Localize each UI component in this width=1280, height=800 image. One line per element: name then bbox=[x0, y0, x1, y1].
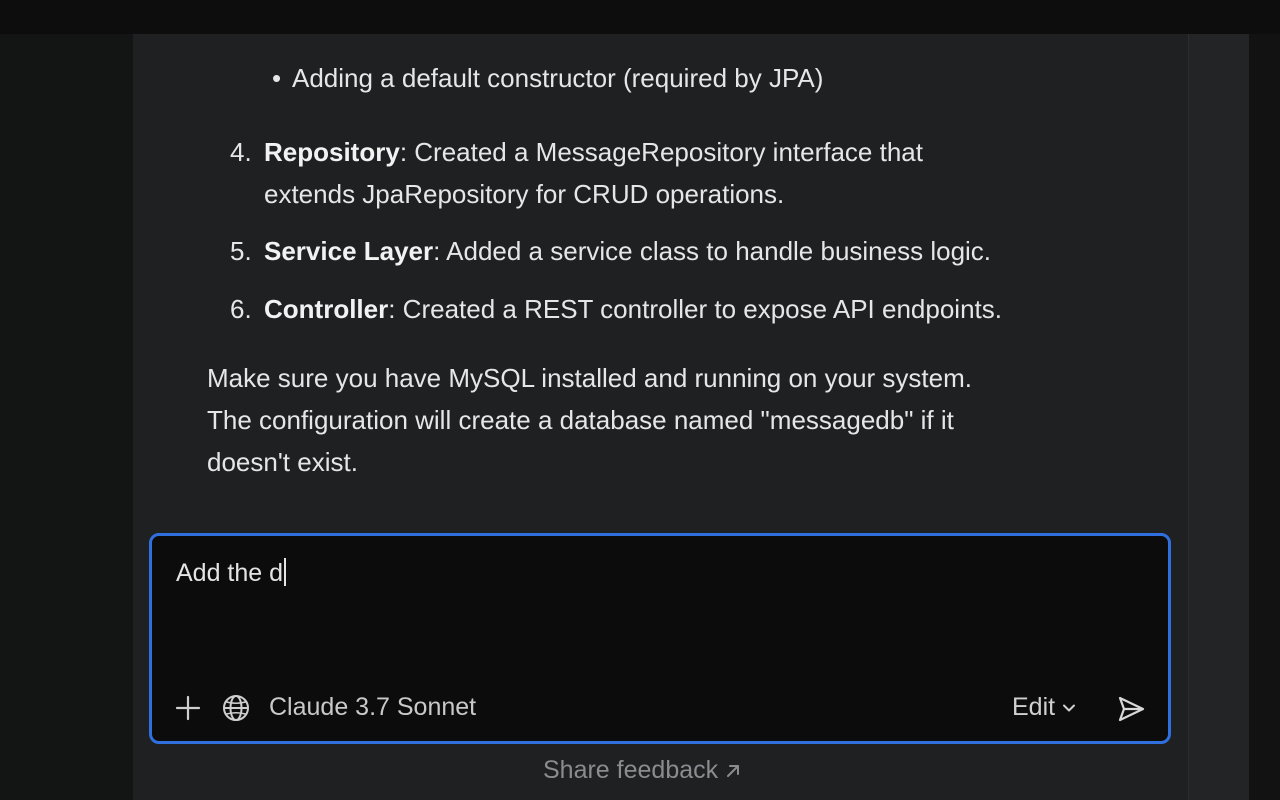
scrollbar-track[interactable] bbox=[1188, 34, 1250, 800]
step-text: : Added a service class to handle busine… bbox=[433, 236, 992, 266]
step-text: : Created a REST controller to expose AP… bbox=[388, 294, 1002, 324]
message-paragraph: Make sure you have MySQL installed and r… bbox=[207, 357, 1107, 483]
chat-input-value: Add the d bbox=[176, 559, 284, 587]
left-gutter bbox=[0, 34, 133, 800]
bullet-text: Adding a default constructor (required b… bbox=[292, 63, 824, 93]
send-icon bbox=[1118, 696, 1145, 722]
paragraph-line: The configuration will create a database… bbox=[207, 405, 954, 435]
step-number: 6. bbox=[230, 294, 252, 324]
share-feedback-link[interactable]: Share feedback bbox=[543, 756, 742, 785]
model-selector[interactable]: Claude 3.7 Sonnet bbox=[269, 693, 477, 721]
step-title: Repository bbox=[264, 137, 400, 167]
web-search-button[interactable] bbox=[220, 692, 252, 724]
list-item: • Adding a default constructor (required … bbox=[272, 57, 823, 99]
list-item-repository: 4. Repository: Created a MessageRepositor… bbox=[230, 131, 923, 215]
list-item-service-layer: 5. Service Layer: Added a service class t… bbox=[230, 230, 991, 272]
step-continuation: extends JpaRepository for CRUD operation… bbox=[264, 179, 785, 209]
send-button[interactable] bbox=[1114, 692, 1148, 726]
step-number: 5. bbox=[230, 236, 252, 266]
step-number: 4. bbox=[230, 137, 252, 167]
list-item-controller: 6. Controller: Created a REST controller … bbox=[230, 288, 1002, 330]
paragraph-line: doesn't exist. bbox=[207, 447, 358, 477]
globe-icon bbox=[223, 695, 249, 721]
mode-label: Edit bbox=[1012, 693, 1056, 721]
step-title: Controller bbox=[264, 294, 389, 324]
text-caret bbox=[284, 558, 287, 586]
step-title: Service Layer bbox=[264, 236, 434, 266]
external-arrow-icon bbox=[727, 764, 740, 777]
paragraph-line: Make sure you have MySQL installed and r… bbox=[207, 363, 972, 393]
step-text: : Created a MessageRepository interface … bbox=[399, 137, 923, 167]
chevron-down-icon bbox=[1063, 704, 1076, 711]
chat-composer[interactable]: Add the d Claude 3.7 Sonnet Edit bbox=[149, 533, 1171, 744]
chat-input[interactable]: Add the d bbox=[176, 558, 287, 588]
plus-icon bbox=[175, 695, 201, 721]
right-edge bbox=[1249, 34, 1280, 800]
add-context-button[interactable] bbox=[172, 692, 204, 724]
top-bar bbox=[0, 0, 1280, 34]
bullet-dot: • bbox=[272, 63, 282, 93]
mode-dropdown[interactable]: Edit bbox=[1012, 693, 1077, 722]
share-feedback-label: Share feedback bbox=[543, 756, 719, 784]
